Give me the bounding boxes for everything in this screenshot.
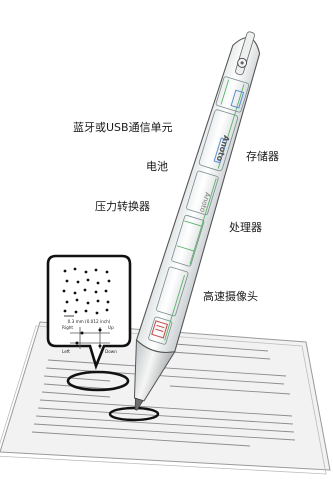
paper-sheet xyxy=(0,321,331,475)
label-processor: 处理器 xyxy=(229,221,262,234)
dot-pattern-callout: 0.3 mm (0.012 inch) Right Up Left Down xyxy=(46,254,132,370)
label-camera: 高速摄像头 xyxy=(203,290,258,303)
dot-grid xyxy=(62,267,111,315)
direction-down: Down xyxy=(105,349,117,354)
focus-ring xyxy=(108,406,160,422)
label-battery: 电池 xyxy=(146,160,168,173)
direction-right: Right xyxy=(62,325,73,330)
label-bluetooth-usb-unit: 蓝牙或USB通信单元 xyxy=(73,121,173,134)
label-pressure-sensor: 压力转换器 xyxy=(95,200,150,213)
direction-up: Up xyxy=(108,325,114,330)
digital-pen: Anoto Anoto xyxy=(133,31,261,411)
dot-spacing-label: 0.3 mm (0.012 inch) xyxy=(68,319,111,324)
label-memory: 存储器 xyxy=(246,150,279,163)
writing-spot-ellipse xyxy=(66,370,130,392)
direction-left: Left xyxy=(62,349,70,354)
